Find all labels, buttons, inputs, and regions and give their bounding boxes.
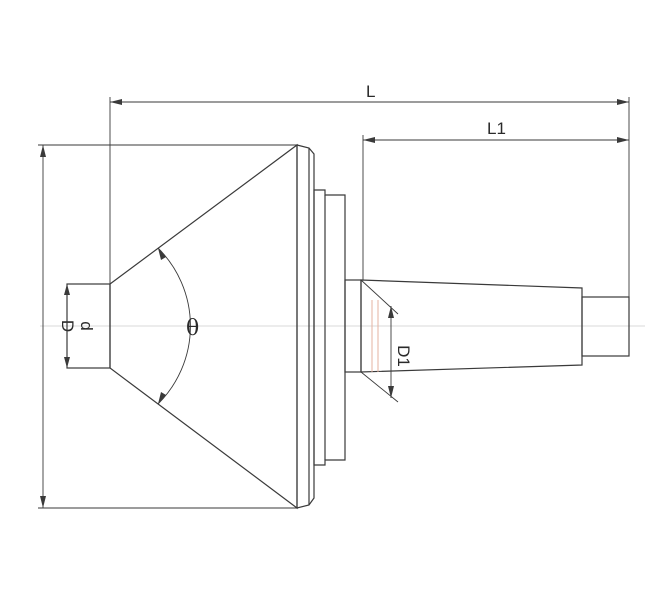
taper-shank	[360, 279, 583, 373]
rear-body	[313, 189, 346, 466]
d1-arrow-top	[388, 306, 394, 318]
d-arrow-bottom	[40, 496, 46, 508]
d1-arrow-bottom	[388, 386, 394, 398]
d-arrow-top	[40, 145, 46, 157]
d1-extension-top	[360, 279, 399, 315]
l-arrow-left	[110, 99, 122, 105]
theta-label: θ	[186, 316, 199, 341]
l1-arrow-right	[617, 137, 629, 143]
l1-label: L1	[487, 119, 506, 138]
small-d-arrow-top	[64, 284, 70, 295]
d1-extension-bottom	[360, 371, 399, 403]
l1-arrow-left	[363, 137, 375, 143]
d-label: D	[58, 320, 77, 332]
tang	[581, 296, 630, 357]
l-label: L	[366, 82, 375, 101]
theta-arrow-bottom	[158, 392, 166, 404]
small-d-arrow-bottom	[64, 357, 70, 368]
small-d-label: d	[77, 321, 96, 330]
theta-arrow-top	[158, 248, 166, 260]
l-arrow-right	[617, 99, 629, 105]
d1-label: D1	[394, 345, 413, 367]
theta-arc	[157, 247, 191, 405]
